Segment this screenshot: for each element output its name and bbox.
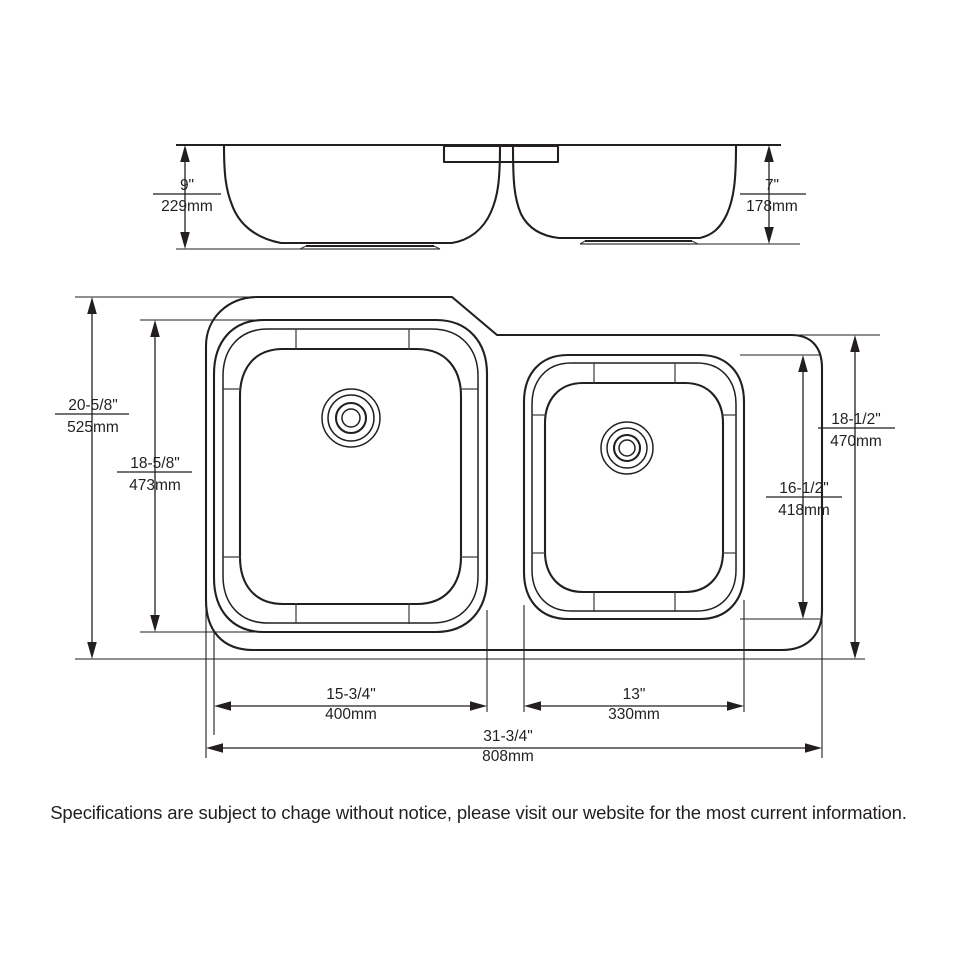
plan-left-bowl-ledge-line xyxy=(222,328,479,624)
elevation-view: 9" 229mm 7" 178mm xyxy=(153,143,806,250)
dim-left-bowl-width-metric: 400mm xyxy=(325,706,377,723)
dim-right-bowl-depth-imperial: 16-1/2" xyxy=(779,480,828,497)
dim-left-bowl-depth: 9" 229mm xyxy=(153,145,221,249)
elevation-right-bowl-left-wall xyxy=(511,145,700,240)
dim-overall-depth-metric: 525mm xyxy=(67,419,119,436)
plan-right-drain-hole xyxy=(618,439,636,457)
plan-right-drain-ring-inner xyxy=(612,433,642,463)
dim-right-section-depth-metric: 470mm xyxy=(830,433,882,450)
elevation-center-divider-box xyxy=(442,144,560,164)
plan-left-drain-ring-inner xyxy=(334,401,368,435)
dim-left-bowl-width: 15-3/4" 400mm xyxy=(214,686,487,723)
dim-right-bowl-width-arrow-right xyxy=(727,701,744,711)
dim-right-depth-arrow-top xyxy=(764,145,774,162)
plan-extension-lines xyxy=(75,296,880,758)
dim-right-bowl-depth-arrow-bottom xyxy=(798,602,808,619)
dim-right-bowl-width: 13" 330mm xyxy=(524,686,744,723)
dim-right-section-depth-arrow-bottom xyxy=(850,642,860,659)
plan-right-bowl-ledge-line xyxy=(531,362,737,612)
plan-right-drain-ring-outer xyxy=(600,421,654,475)
dim-left-bowl-width-imperial: 15-3/4" xyxy=(326,686,375,703)
dim-right-depth-metric: 178mm xyxy=(746,198,798,215)
dim-left-bowl-width-arrow-left xyxy=(214,701,231,711)
elevation-right-bowl-right-wall xyxy=(699,145,738,240)
plan-right-bowl xyxy=(522,353,746,621)
dim-overall-width-metric: 808mm xyxy=(482,748,534,765)
plan-left-bowl xyxy=(212,318,489,634)
dim-right-section-depth-imperial: 18-1/2" xyxy=(831,411,880,428)
dim-overall-width: 31-3/4" 808mm xyxy=(206,728,822,765)
dim-left-bowl-depth-metric: 473mm xyxy=(129,477,181,494)
plan-deck-outline xyxy=(204,295,824,652)
plan-left-drain-ring-mid xyxy=(327,394,375,442)
dim-left-depth-arrow-top xyxy=(180,145,190,162)
elevation-left-drain-plate-chamfer xyxy=(299,245,441,250)
dim-right-bowl-width-imperial: 13" xyxy=(623,686,646,703)
dim-left-depth-imperial: 9" xyxy=(180,177,194,194)
dim-overall-depth: 20-5/8" 525mm xyxy=(55,297,129,659)
dim-right-bowl-depth-plan: 16-1/2" 418mm xyxy=(766,355,842,619)
dim-right-bowl-depth: 7" 178mm xyxy=(740,145,806,244)
dim-overall-width-arrow-left xyxy=(206,743,223,753)
dim-right-section-depth: 18-1/2" 470mm xyxy=(818,335,895,659)
dim-overall-depth-arrow-bottom xyxy=(87,642,97,659)
plan-view: 20-5/8" 525mm 18-5/8" 473mm 18-1/2" 470m… xyxy=(55,295,895,765)
dim-left-bowl-depth-arrow-top xyxy=(150,320,160,337)
dim-left-depth-arrow-bottom xyxy=(180,232,190,249)
plan-right-bowl-flange-outer xyxy=(522,353,746,621)
elevation-left-bowl-left-wall xyxy=(222,145,452,245)
dim-right-bowl-width-arrow-left xyxy=(524,701,541,711)
dim-overall-depth-arrow-top xyxy=(87,297,97,314)
plan-left-drain-ring-outer xyxy=(321,388,381,448)
plan-right-drain-ring-mid xyxy=(606,427,648,469)
dim-right-bowl-depth-arrow-top xyxy=(798,355,808,372)
dim-overall-width-imperial: 31-3/4" xyxy=(483,728,532,745)
plan-right-bowl-well xyxy=(543,381,725,594)
dim-overall-width-arrow-right xyxy=(805,743,822,753)
dim-left-bowl-depth-arrow-bottom xyxy=(150,615,160,632)
plan-left-bowl-well xyxy=(238,347,463,606)
elevation-right-drain-plate-chamfer xyxy=(579,240,699,245)
plan-left-bowl-flange-outer xyxy=(212,318,489,634)
dim-left-bowl-depth-imperial: 18-5/8" xyxy=(130,455,179,472)
elevation-left-bowl-right-wall xyxy=(451,145,502,245)
dim-right-depth-imperial: 7" xyxy=(765,177,779,194)
plan-left-drain-hole xyxy=(341,408,361,428)
specifications-disclaimer-note: Specifications are subject to chage with… xyxy=(50,802,907,823)
dim-left-bowl-width-arrow-right xyxy=(470,701,487,711)
dim-left-depth-metric: 229mm xyxy=(161,198,213,215)
dim-right-bowl-width-metric: 330mm xyxy=(608,706,660,723)
dim-overall-depth-imperial: 20-5/8" xyxy=(68,397,117,414)
dim-left-bowl-depth-plan: 18-5/8" 473mm xyxy=(117,320,192,632)
dim-right-depth-arrow-bottom xyxy=(764,227,774,244)
dim-right-bowl-depth-metric: 418mm xyxy=(778,502,830,519)
dim-right-section-depth-arrow-top xyxy=(850,335,860,352)
